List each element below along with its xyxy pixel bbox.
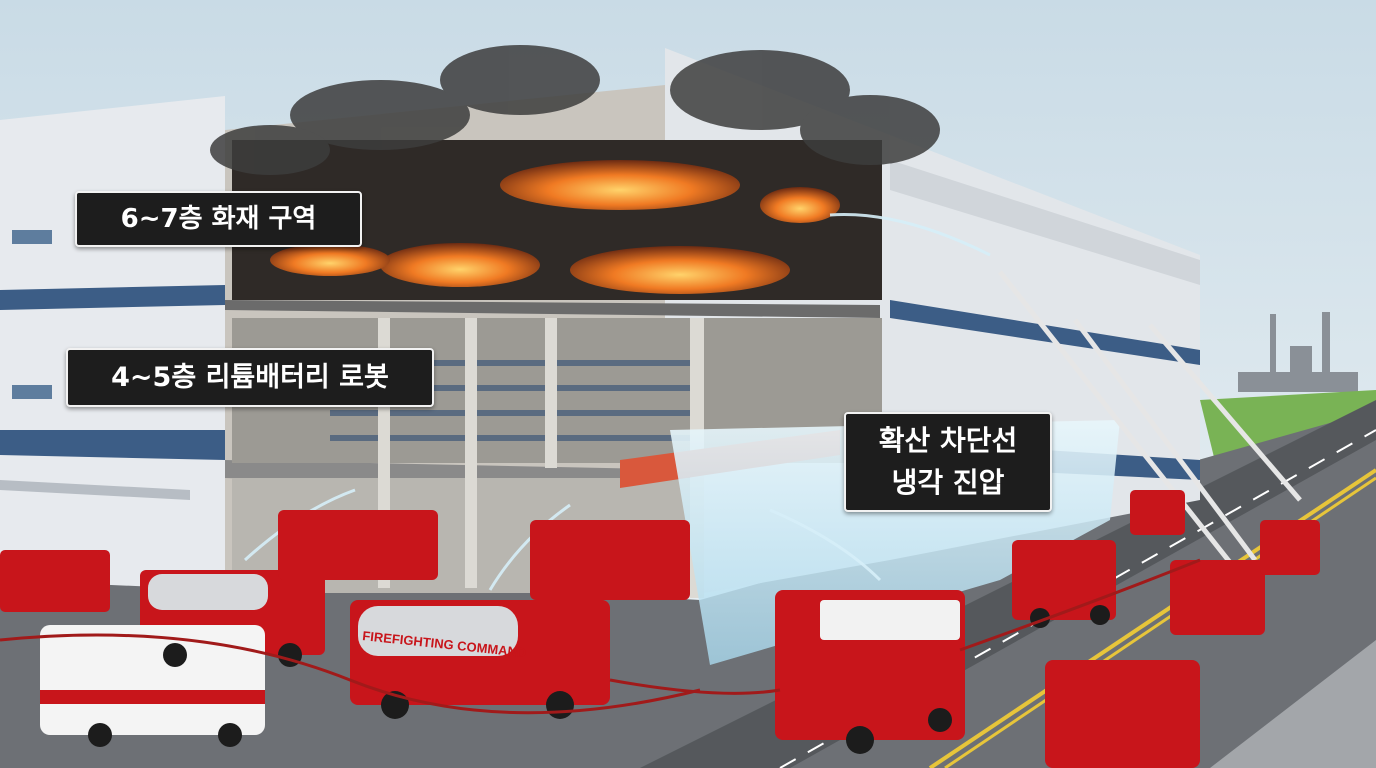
label-containment-line-2: 냉각 진압	[891, 466, 1005, 499]
sidewalk	[1210, 640, 1376, 768]
label-floors-4-5-battery-robots: 4~5층 리튬배터리 로봇	[66, 348, 434, 407]
label-containment-line-1: 확산 차단선	[878, 424, 1018, 457]
aerial-ladders	[998, 270, 1302, 577]
distant-factory	[1238, 312, 1358, 392]
fire-hoses	[0, 558, 1201, 715]
command-van	[40, 625, 265, 735]
left-warehouse	[0, 96, 225, 590]
label-floors-6-7-fire-zone: 6~7층 화재 구역	[75, 191, 362, 247]
label-containment-line: 확산 차단선 냉각 진압	[844, 412, 1052, 512]
road-center-line	[928, 468, 1376, 768]
water-sprays	[243, 213, 991, 591]
fire-trucks	[0, 490, 1320, 768]
smoke-plume	[210, 45, 940, 175]
